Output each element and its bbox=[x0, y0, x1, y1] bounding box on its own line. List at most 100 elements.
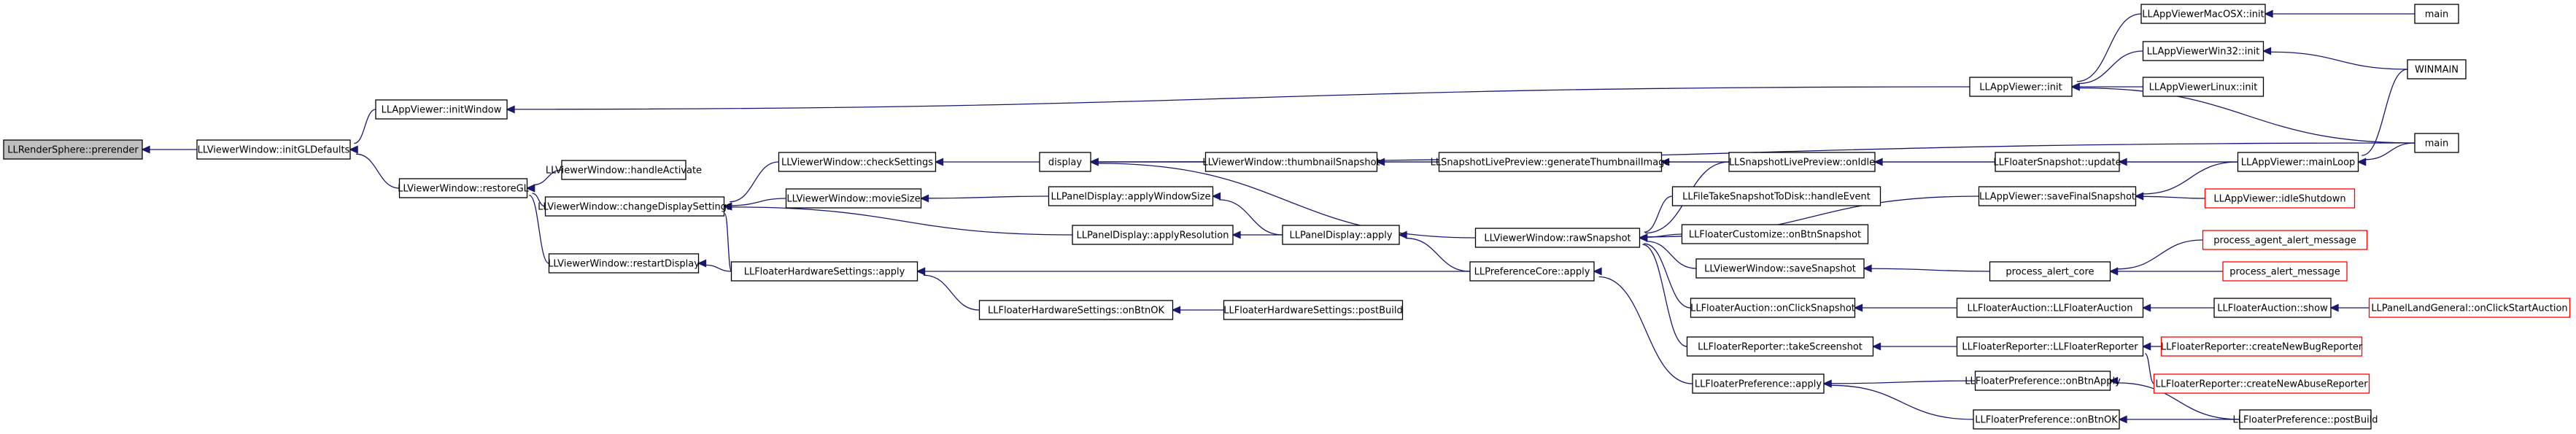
node-process-alert-message[interactable]: process_alert_message bbox=[2222, 261, 2348, 282]
node-box[interactable] bbox=[2222, 261, 2348, 282]
node-box[interactable] bbox=[196, 139, 351, 160]
node-llfloaterreporter-createnewabusereporter[interactable]: LLFloaterReporter::createNewAbuseReporte… bbox=[2153, 373, 2370, 394]
node-box[interactable] bbox=[1974, 371, 2111, 391]
node-box[interactable] bbox=[2160, 336, 2363, 357]
node-box[interactable] bbox=[1072, 225, 1234, 245]
node-box[interactable] bbox=[1690, 298, 1856, 318]
node-main-n6[interactable]: main bbox=[2414, 4, 2459, 24]
node-box[interactable] bbox=[2414, 133, 2459, 153]
node-llviewerwindow-thumbnailsnapshot[interactable]: LLViewerWindow::thumbnailSnapshot bbox=[1202, 152, 1380, 172]
node-box[interactable] bbox=[1282, 225, 1400, 245]
node-box[interactable] bbox=[2142, 41, 2264, 61]
node-llfloaterauction-onclicksnapshot[interactable]: LLFloaterAuction::onClickSnapshot bbox=[1690, 298, 1856, 318]
node-llviewerwindow-moviesize[interactable]: LLViewerWindow::movieSize bbox=[785, 188, 922, 209]
node-box[interactable] bbox=[978, 300, 1174, 320]
node-box[interactable] bbox=[2239, 409, 2372, 430]
node-box[interactable] bbox=[778, 152, 937, 172]
node-box[interactable] bbox=[2140, 4, 2266, 24]
node-llviewerwindow-changedisplaysettings[interactable]: LLViewerWindow::changeDisplaySettings bbox=[538, 196, 732, 217]
node-box[interactable] bbox=[2202, 230, 2368, 250]
node-box[interactable] bbox=[1438, 152, 1663, 172]
node-llappviewer-savefinalsnapshot[interactable]: LLAppViewer::saveFinalSnapshot bbox=[1978, 186, 2137, 206]
node-box[interactable] bbox=[1695, 258, 1865, 279]
node-box[interactable] bbox=[561, 160, 686, 180]
node-llappviewer-init[interactable]: LLAppViewer::init bbox=[1969, 77, 2073, 97]
node-box[interactable] bbox=[1692, 373, 1825, 394]
node-llfloaterreporter-createnewbugreporter[interactable]: LLFloaterReporter::createNewBugReporter bbox=[2160, 336, 2363, 357]
node-llviewerwindow-handleactivate[interactable]: LLViewerWindow::handleActivate bbox=[546, 160, 702, 180]
node-box[interactable] bbox=[398, 178, 528, 198]
node-box[interactable] bbox=[2407, 59, 2467, 80]
node-llpanellandgeneral-onclickstartauction[interactable]: LLPanelLandGeneral::onClickStartAuction bbox=[2368, 298, 2571, 318]
node-main-n10[interactable]: main bbox=[2414, 133, 2459, 153]
node-process-alert-core[interactable]: process_alert_core bbox=[1989, 261, 2111, 282]
node-box[interactable] bbox=[785, 188, 922, 209]
node-box[interactable] bbox=[1995, 152, 2120, 172]
node-box[interactable] bbox=[2414, 4, 2459, 24]
node-llpaneldisplay-apply[interactable]: LLPanelDisplay::apply bbox=[1282, 225, 1400, 245]
node-llfloaterpreference-onbtnok[interactable]: LLFloaterPreference::onBtnOK bbox=[1973, 409, 2120, 430]
node-box[interactable] bbox=[544, 196, 725, 217]
node-winmain[interactable]: WINMAIN bbox=[2407, 59, 2467, 80]
node-llfloaterhardwaresettings-onbtnok[interactable]: LLFloaterHardwareSettings::onBtnOK bbox=[978, 300, 1174, 320]
node-llsnapshotlivepreview-generatethumbnailimage[interactable]: LLSnapshotLivePreview::generateThumbnail… bbox=[1431, 152, 1671, 172]
node-llappviewerwin32-init[interactable]: LLAppViewerWin32::init bbox=[2142, 41, 2264, 61]
node-llviewerwindow-restoregl[interactable]: LLViewerWindow::restoreGL bbox=[398, 178, 530, 198]
node-llfloaterhardwaresettings-postbuild[interactable]: LLFloaterHardwareSettings::postBuild bbox=[1223, 300, 1404, 320]
node-llappviewer-mainloop[interactable]: LLAppViewer::mainLoop bbox=[2237, 152, 2359, 172]
node-box[interactable] bbox=[375, 99, 508, 120]
node-llfloaterpreference-onbtnapply[interactable]: LLFloaterPreference::onBtnApply bbox=[1965, 371, 2121, 391]
node-llviewerwindow-savesnapshot[interactable]: LLViewerWindow::saveSnapshot bbox=[1695, 258, 1865, 279]
node-box[interactable] bbox=[1969, 77, 2073, 97]
node-box[interactable] bbox=[1989, 261, 2111, 282]
node-box[interactable] bbox=[1204, 152, 1378, 172]
node-box[interactable] bbox=[1956, 298, 2144, 318]
node-box[interactable] bbox=[2237, 152, 2359, 172]
node-llpaneldisplay-applyresolution[interactable]: LLPanelDisplay::applyResolution bbox=[1072, 225, 1234, 245]
node-box[interactable] bbox=[1039, 152, 1091, 172]
node-llfloatersnapshot-update[interactable]: LLFloaterSnapshot::update bbox=[1993, 152, 2121, 172]
node-box[interactable] bbox=[1956, 336, 2144, 357]
node-llfloaterreporter-takescreenshot[interactable]: LLFloaterReporter::takeScreenshot bbox=[1686, 336, 1874, 357]
node-llfloatercustomize-onbtnsnapshot[interactable]: LLFloaterCustomize::onBtnSnapshot bbox=[1681, 224, 1869, 244]
node-llviewerwindow-rawsnapshot[interactable]: LLViewerWindow::rawSnapshot bbox=[1474, 228, 1641, 248]
node-llappviewer-idleshutdown[interactable]: LLAppViewer::idleShutdown bbox=[2204, 188, 2356, 209]
node-box[interactable] bbox=[1973, 409, 2120, 430]
node-llappviewerlinux-init[interactable]: LLAppViewerLinux::init bbox=[2142, 77, 2264, 97]
node-box[interactable] bbox=[1686, 336, 1874, 357]
node-llfloaterreporter-llfloaterreporter[interactable]: LLFloaterReporter::LLFloaterReporter bbox=[1956, 336, 2144, 357]
node-llviewerwindow-checksettings[interactable]: LLViewerWindow::checkSettings bbox=[778, 152, 937, 172]
node-llappviewermacosx-init[interactable]: LLAppViewerMacOSX::init bbox=[2140, 4, 2266, 24]
node-box[interactable] bbox=[2142, 77, 2264, 97]
node-box[interactable] bbox=[3, 139, 143, 160]
node-box[interactable] bbox=[1223, 300, 1404, 320]
node-llfloaterpreference-apply[interactable]: LLFloaterPreference::apply bbox=[1692, 373, 1825, 394]
node-box[interactable] bbox=[2204, 188, 2356, 209]
node-llsnapshotlivepreview-onidle[interactable]: LLSnapshotLivePreview::onIdle bbox=[1728, 152, 1876, 172]
node-box[interactable] bbox=[1728, 152, 1876, 172]
node-box[interactable] bbox=[1978, 186, 2137, 206]
node-box[interactable] bbox=[1048, 186, 1214, 206]
node-box[interactable] bbox=[2153, 373, 2370, 394]
node-llfloaterauction-show[interactable]: LLFloaterAuction::show bbox=[2213, 298, 2332, 318]
node-box[interactable] bbox=[730, 261, 918, 282]
node-box[interactable] bbox=[548, 253, 700, 274]
node-llviewerwindow-initgldefaults[interactable]: LLViewerWindow::initGLDefaults bbox=[196, 139, 351, 160]
node-llpaneldisplay-applywindowsize[interactable]: LLPanelDisplay::applyWindowSize bbox=[1048, 186, 1214, 206]
node-box[interactable] bbox=[2368, 298, 2571, 318]
node-llpreferencecore-apply[interactable]: LLPreferenceCore::apply bbox=[1469, 261, 1595, 282]
node-llappviewer-initwindow[interactable]: LLAppViewer::initWindow bbox=[375, 99, 508, 120]
node-box[interactable] bbox=[1671, 186, 1881, 206]
node-box[interactable] bbox=[1681, 224, 1869, 244]
node-llfloaterpreference-postbuild[interactable]: LLFloaterPreference::postBuild bbox=[2232, 409, 2378, 430]
node-llviewerwindow-restartdisplay[interactable]: LLViewerWindow::restartDisplay bbox=[548, 253, 700, 274]
node-display[interactable]: display bbox=[1039, 152, 1091, 172]
node-process-agent-alert-message[interactable]: process_agent_alert_message bbox=[2202, 230, 2368, 250]
node-llfloaterhardwaresettings-apply[interactable]: LLFloaterHardwareSettings::apply bbox=[730, 261, 918, 282]
node-box[interactable] bbox=[2213, 298, 2332, 318]
node-llfloaterauction-llfloaterauction[interactable]: LLFloaterAuction::LLFloaterAuction bbox=[1956, 298, 2144, 318]
node-llfiletakesnapshottodisk-handleevent[interactable]: LLFileTakeSnapshotToDisk::handleEvent bbox=[1671, 186, 1881, 206]
node-box[interactable] bbox=[1474, 228, 1641, 248]
node-box[interactable] bbox=[1469, 261, 1595, 282]
node-llrendersphere-prerender[interactable]: LLRenderSphere::prerender bbox=[3, 139, 143, 160]
